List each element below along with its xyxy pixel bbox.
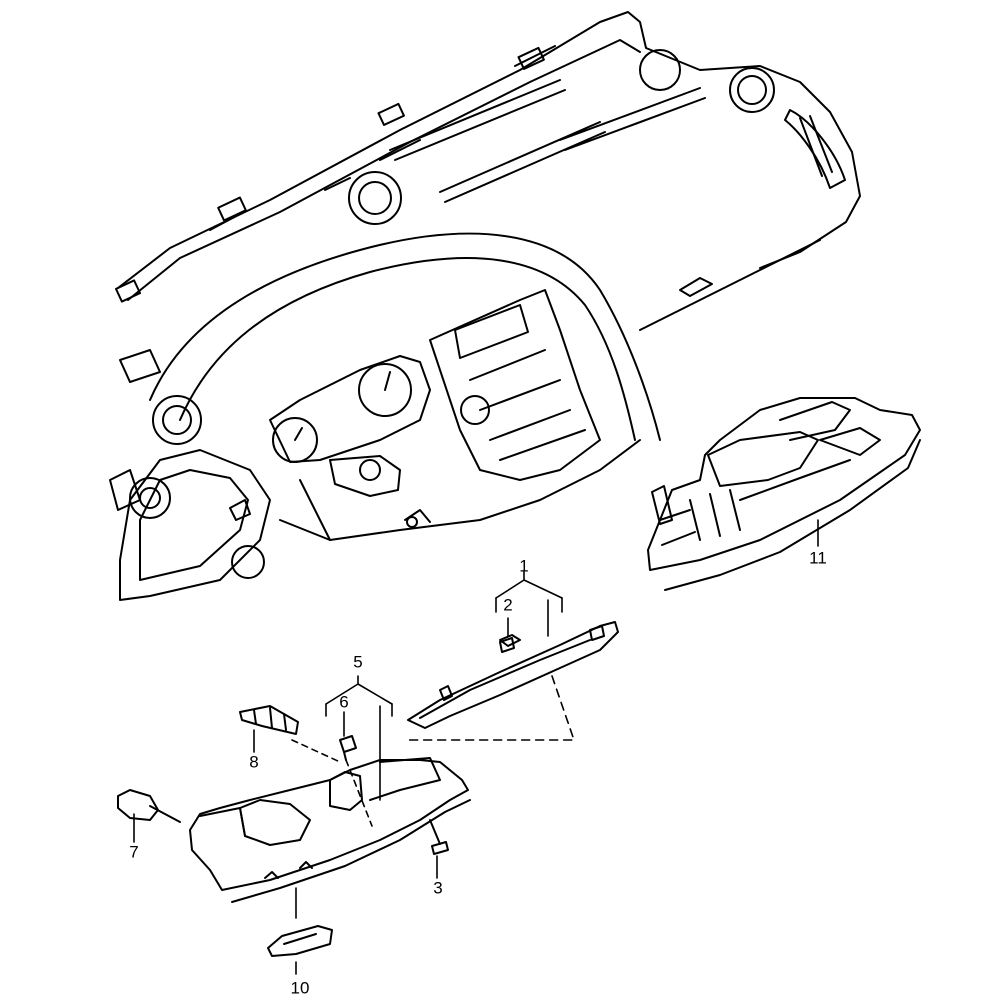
callout-7: 7 xyxy=(129,842,139,862)
part-8-bracket xyxy=(239,705,299,735)
part-5-lower-trim-panel xyxy=(189,757,471,903)
part-1-trim-strip xyxy=(407,621,619,729)
callout-10: 10 xyxy=(290,978,310,998)
callout-5: 5 xyxy=(353,652,363,672)
callout-6: 6 xyxy=(339,692,349,712)
part-6-clip xyxy=(339,735,357,761)
callout-3: 3 xyxy=(433,878,443,898)
callout-1: 1 xyxy=(519,556,529,576)
callout-2: 2 xyxy=(503,595,513,615)
part-3-screw xyxy=(429,819,449,855)
callout-11: 11 xyxy=(809,548,827,568)
dashboard-panel xyxy=(109,11,861,601)
part-7-latch xyxy=(117,789,181,823)
leader-lines xyxy=(133,519,819,975)
glove-box-assembly xyxy=(647,397,921,591)
callout-8: 8 xyxy=(249,752,259,772)
part-10-handle xyxy=(267,925,333,957)
